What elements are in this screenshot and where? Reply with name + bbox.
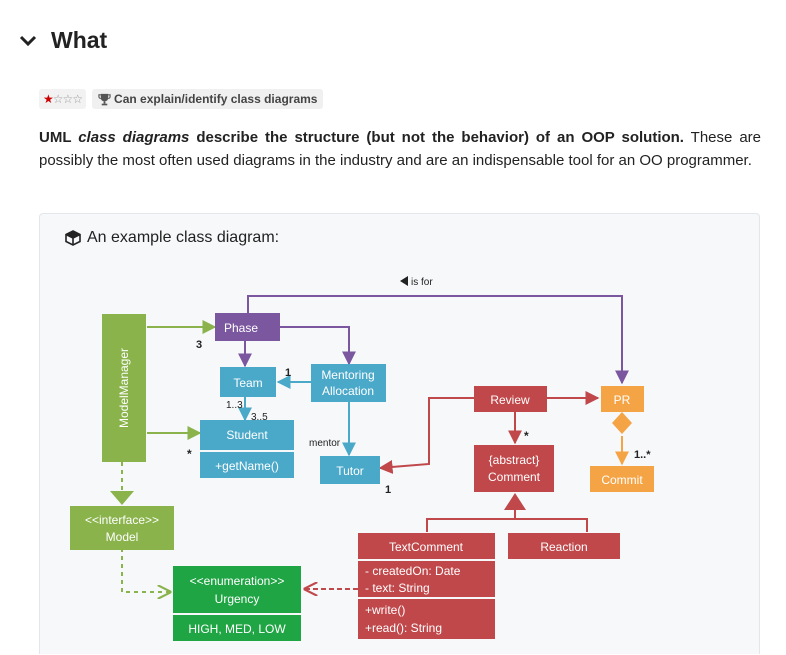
- comment-label-2: Comment: [488, 470, 541, 484]
- phase-to-mentoring: [280, 326, 356, 366]
- reaction-label: Reaction: [540, 540, 587, 554]
- panel-caption: An example class diagram:: [65, 229, 279, 247]
- meta-row: ★☆☆☆ Can explain/identify class diagrams: [39, 88, 324, 110]
- class-comment: {abstract} Comment: [474, 445, 554, 492]
- commit-label: Commit: [601, 473, 643, 487]
- intro-paragraph: UML class diagrams describe the structur…: [39, 126, 761, 172]
- mentor-label: mentor: [309, 438, 341, 449]
- mult-tutor-1: 1: [385, 484, 391, 496]
- connectors: [121, 295, 629, 592]
- para-bold-2: describe the structure (but not the beha…: [189, 129, 684, 146]
- badge-label: Can explain/identify class diagrams: [114, 92, 318, 106]
- class-tutor: Tutor: [320, 456, 380, 484]
- cube-icon: [65, 230, 81, 246]
- composition-diamond: [612, 412, 632, 434]
- student-label: Student: [226, 428, 268, 442]
- star-filled: ★: [43, 92, 54, 106]
- pr-label: PR: [614, 393, 631, 407]
- diagram-labels: is for 3 1 1..3 3..5 * mentor 1 * 1..*: [187, 277, 651, 496]
- class-student: Student +getName(): [200, 420, 294, 478]
- class-team: Team: [220, 367, 276, 397]
- para-bold-italic: class diagrams: [78, 129, 190, 146]
- tc-op-1: +write(): [365, 603, 405, 617]
- class-model-manager: ModelManager: [102, 314, 146, 462]
- mult-team-1: 1: [285, 367, 291, 379]
- star-empty: ☆☆☆: [52, 92, 83, 106]
- class-diagram: ModelManager Phase Team Mentoring Alloca…: [70, 276, 654, 641]
- class-mentoring-allocation: Mentoring Allocation: [311, 364, 386, 402]
- inheritance-triangle: [504, 493, 526, 510]
- para-normal: These are possibly the most often used d…: [39, 129, 761, 169]
- mentoring-label-2: Allocation: [322, 384, 374, 398]
- class-pr: PR: [601, 386, 644, 412]
- comment-label-1: {abstract}: [489, 453, 540, 467]
- example-panel: An example class diagram:: [39, 213, 760, 654]
- tc-op-2: +read(): String: [365, 621, 442, 635]
- model-to-urgency: [121, 548, 170, 592]
- is-for-label: is for: [411, 277, 433, 288]
- chevron-down-icon[interactable]: [18, 30, 38, 50]
- review-label: Review: [490, 393, 530, 407]
- phase-label: Phase: [224, 321, 258, 335]
- urgency-label-2: Urgency: [215, 592, 260, 606]
- class-phase: Phase: [215, 313, 280, 341]
- class-urgency: <<enumeration>> Urgency HIGH, MED, LOW: [173, 566, 301, 641]
- outcome-badge: Can explain/identify class diagrams: [92, 89, 324, 109]
- model-manager-label: ModelManager: [117, 348, 131, 428]
- mult-student-star: *: [187, 447, 192, 461]
- urgency-values: HIGH, MED, LOW: [188, 622, 286, 636]
- urgency-label-1: <<enumeration>>: [190, 574, 285, 588]
- tc-attr-1: - createdOn: Date: [365, 564, 461, 578]
- difficulty-stars: ★☆☆☆: [39, 89, 87, 109]
- mult-1-3: 1..3: [226, 400, 243, 411]
- class-model: <<interface>> Model: [70, 506, 174, 550]
- textcomment-label: TextComment: [389, 540, 464, 554]
- phase-to-pr: [247, 295, 629, 385]
- model-label-2: Model: [106, 530, 139, 544]
- tc-attr-2: - text: String: [365, 581, 430, 595]
- review-to-tutor: [378, 397, 474, 474]
- class-review: Review: [474, 386, 547, 412]
- mult-comment-star: *: [524, 429, 529, 443]
- section-header[interactable]: What: [18, 24, 107, 56]
- mult-1-star: 1..*: [634, 449, 651, 461]
- student-method: +getName(): [215, 459, 279, 473]
- model-triangle: [110, 491, 134, 505]
- section-title: What: [51, 26, 108, 53]
- inheritance-lines: [426, 510, 588, 532]
- para-bold-1: UML: [39, 129, 79, 146]
- class-textcomment: TextComment - createdOn: Date - text: St…: [358, 533, 495, 639]
- is-for-arrow: [400, 276, 408, 286]
- class-reaction: Reaction: [508, 533, 620, 559]
- trophy-icon: [98, 93, 111, 105]
- caption-text: An example class diagram:: [87, 229, 280, 246]
- model-label-1: <<interface>>: [85, 513, 159, 527]
- tutor-label: Tutor: [336, 464, 364, 478]
- team-label: Team: [233, 376, 262, 390]
- mult-phase-3: 3: [196, 339, 202, 351]
- class-commit: Commit: [590, 466, 654, 492]
- mult-3-5: 3..5: [251, 412, 268, 423]
- mentoring-label-1: Mentoring: [321, 368, 374, 382]
